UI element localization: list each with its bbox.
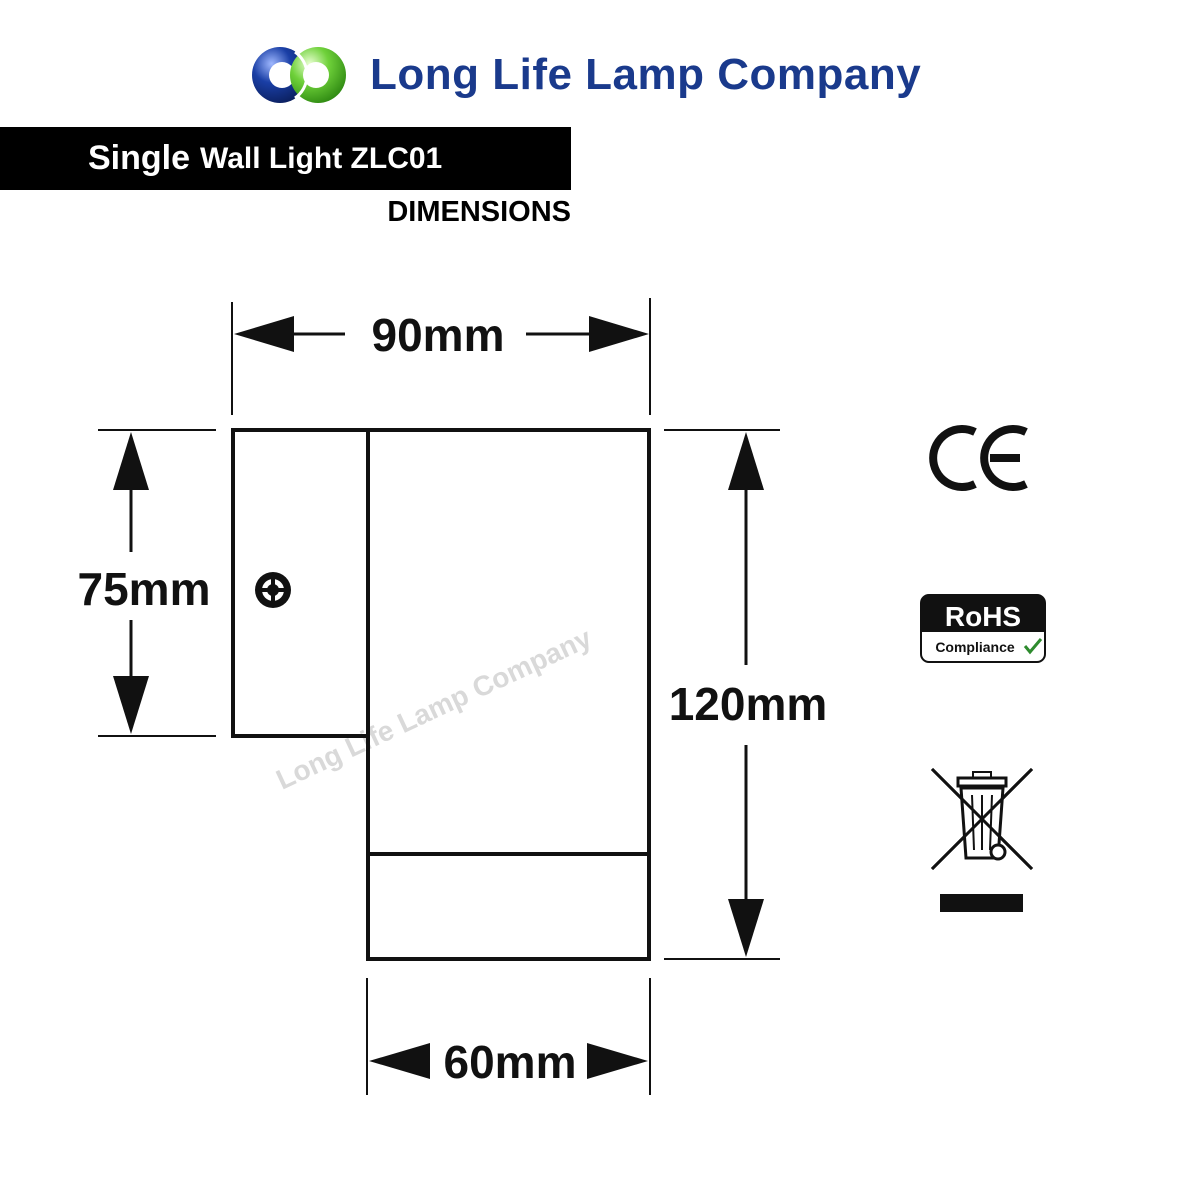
- lamp-body: [366, 428, 651, 961]
- dimensions-subtitle: DIMENSIONS: [387, 196, 571, 228]
- wall-base-plate: [231, 428, 370, 738]
- company-name: Long Life Lamp Company: [370, 50, 922, 99]
- company-logo-icon: [252, 47, 346, 103]
- overall-width-dimension: [231, 298, 651, 415]
- overall-height-dimension: [664, 429, 780, 960]
- product-title-bar: Single Wall Light ZLC01: [0, 127, 571, 190]
- base-height-dimension: [98, 429, 216, 737]
- brand-header: Long Life Lamp Company: [250, 40, 921, 110]
- overall-height-label: 120mm: [669, 678, 828, 730]
- check-mark-icon: [1023, 638, 1043, 655]
- rohs-compliance-badge: RoHS Compliance: [920, 594, 1046, 663]
- overall-width-label: 90mm: [372, 309, 505, 361]
- base-height-label: 75mm: [78, 563, 211, 615]
- product-title-part-1: Single: [88, 139, 191, 177]
- body-width-dimension: [366, 978, 651, 1095]
- screw-icon: [255, 572, 291, 608]
- crossed-out-wheelie-bin-icon: [930, 767, 1034, 871]
- watermark-text: Long Life Lamp Company: [271, 622, 596, 796]
- body-width-label: 60mm: [444, 1036, 577, 1088]
- product-title-part-2: Wall Light ZLC01: [200, 141, 443, 175]
- rohs-subtitle: Compliance: [935, 639, 1015, 655]
- weee-bar: [940, 894, 1023, 912]
- ce-mark-icon: [929, 425, 1028, 491]
- rohs-title: RoHS: [945, 601, 1021, 632]
